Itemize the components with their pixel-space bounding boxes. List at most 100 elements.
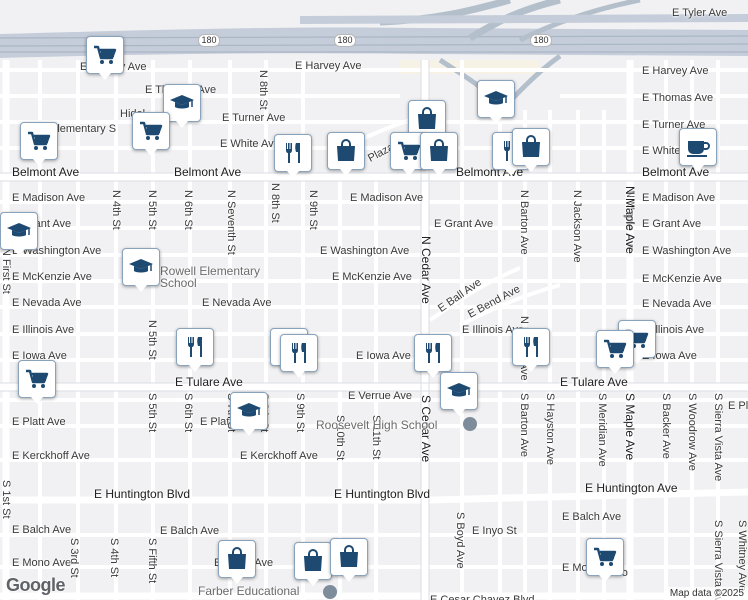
street-label: E Kerckhoff Ave bbox=[12, 450, 90, 462]
street-label-vertical: N First St bbox=[0, 248, 12, 294]
grocery-cart-icon bbox=[140, 121, 163, 140]
school-marker[interactable] bbox=[230, 392, 268, 436]
street-label: E Illinois Ave bbox=[462, 324, 525, 336]
street-label-vertical: S 5th St bbox=[146, 393, 158, 433]
grocery-cart-icon bbox=[594, 547, 617, 566]
major-street-label: E Huntington Blvd bbox=[334, 487, 431, 501]
street-label-vertical: N Barton Ave bbox=[518, 190, 530, 255]
street-label: E Balch Ave bbox=[562, 511, 622, 523]
restaurant-marker[interactable] bbox=[176, 328, 214, 372]
shopping-bag-marker[interactable] bbox=[327, 132, 365, 176]
street-label-vertical: N 4th St bbox=[110, 190, 122, 230]
street-label: E White Ave bbox=[220, 138, 280, 150]
major-street-label: Belmont Ave bbox=[174, 165, 242, 179]
highway-180-shield: 180 bbox=[530, 34, 552, 47]
street-label: E Harvey Ave bbox=[295, 60, 362, 72]
street-label: E Harvey Ave bbox=[642, 65, 709, 77]
street-label: E McKenzie Ave bbox=[332, 271, 412, 283]
shopping-bag-icon bbox=[430, 139, 448, 161]
google-logo[interactable]: Google bbox=[6, 575, 66, 595]
school-marker[interactable] bbox=[163, 84, 201, 128]
poi-rowell-elementary-school[interactable]: Rowell Elementary School bbox=[160, 265, 260, 289]
street-label-vertical: S 6th St bbox=[182, 393, 194, 433]
street-label: E Turner Ave bbox=[222, 112, 286, 124]
graduation-cap-icon bbox=[7, 223, 31, 237]
fork-knife-icon bbox=[524, 337, 538, 357]
partial-label: E Cesar Chavez Blvd bbox=[430, 594, 535, 600]
major-street-label: E Huntington Ave bbox=[585, 481, 678, 495]
school-marker[interactable] bbox=[440, 372, 478, 416]
street-label: E Nevada Ave bbox=[642, 298, 712, 310]
grocery-store-marker[interactable] bbox=[20, 122, 58, 166]
grocery-store-marker[interactable] bbox=[86, 36, 124, 80]
cafe-marker[interactable] bbox=[679, 128, 717, 172]
poi-label-line: Rowell Elementary bbox=[160, 264, 261, 278]
street-label-vertical: S 3rd St bbox=[68, 538, 80, 578]
street-label: E Madison Ave bbox=[350, 192, 424, 204]
shopping-bag-icon bbox=[228, 547, 246, 569]
street-label-vertical: N 5th St bbox=[146, 320, 158, 360]
street-label: E Madison Ave bbox=[642, 192, 716, 204]
graduation-cap-icon bbox=[170, 95, 194, 109]
poi-roosevelt-high-school[interactable]: Roosevelt High School bbox=[316, 418, 438, 432]
street-label: E Balch Ave bbox=[12, 524, 72, 536]
street-label: E Kerckhoff Ave bbox=[240, 450, 318, 462]
shopping-bag-marker[interactable] bbox=[330, 538, 368, 582]
restaurant-marker[interactable] bbox=[414, 334, 452, 378]
street-label: E Verrue Ave bbox=[348, 390, 413, 402]
grocery-store-marker[interactable] bbox=[596, 330, 634, 374]
major-street-label: E Tulare Ave bbox=[560, 375, 628, 389]
major-street-label-vertical: N Maple Ave bbox=[623, 186, 637, 254]
street-label-vertical: N 9th St bbox=[307, 190, 319, 230]
street-label-vertical: S 4th St bbox=[108, 538, 120, 578]
grocery-cart-icon bbox=[398, 141, 421, 160]
school-marker[interactable] bbox=[0, 212, 38, 256]
shopping-bag-icon bbox=[340, 545, 358, 567]
street-label-vertical: S 9th St bbox=[294, 393, 306, 433]
restaurant-marker[interactable] bbox=[274, 134, 312, 178]
shopping-bag-marker[interactable] bbox=[294, 542, 332, 586]
grocery-cart-icon bbox=[28, 131, 51, 150]
major-street-label: E Tulare Ave bbox=[175, 375, 243, 389]
graduation-cap-icon bbox=[484, 91, 508, 105]
coffee-cup-icon bbox=[687, 141, 710, 157]
shopping-bag-marker[interactable] bbox=[420, 132, 458, 176]
school-marker[interactable] bbox=[477, 80, 515, 124]
street-label-vertical: S Hayston Ave bbox=[544, 393, 556, 465]
street-label: E Mono Ave bbox=[12, 557, 72, 569]
street-label: E Grant Ave bbox=[642, 218, 702, 230]
shopping-bag-marker[interactable] bbox=[218, 540, 256, 584]
fork-knife-icon bbox=[188, 337, 202, 357]
shopping-bag-marker[interactable] bbox=[512, 128, 550, 172]
street-label: E Pl bbox=[728, 400, 748, 412]
shopping-bag-icon bbox=[304, 549, 322, 571]
map-attribution[interactable]: Map data ©2025 bbox=[665, 587, 748, 600]
street-label: E Platt Ave bbox=[12, 416, 66, 428]
restaurant-marker[interactable] bbox=[280, 334, 318, 378]
major-street-label-vertical: S Maple Ave bbox=[623, 393, 637, 461]
street-label-vertical: S Fifth St bbox=[146, 538, 158, 584]
grocery-cart-icon bbox=[604, 339, 627, 358]
street-label-vertical: S Backer Ave bbox=[660, 393, 672, 459]
major-street-label: Belmont Ave bbox=[12, 165, 80, 179]
street-label-vertical: S 1st St bbox=[0, 480, 12, 519]
grocery-store-marker[interactable] bbox=[586, 538, 624, 582]
restaurant-marker[interactable] bbox=[512, 328, 550, 372]
street-label: E Thomas Ave bbox=[642, 92, 714, 104]
school-marker[interactable] bbox=[122, 248, 160, 292]
shopping-bag-icon bbox=[522, 135, 540, 157]
poi-farber-educational[interactable]: Farber Educational bbox=[198, 584, 300, 598]
graduation-cap-icon bbox=[129, 259, 153, 273]
street-label: E Iowa Ave bbox=[356, 350, 411, 362]
grocery-store-marker[interactable] bbox=[132, 112, 170, 156]
fork-knife-icon bbox=[286, 143, 300, 163]
street-label-vertical: N Jackson Ave bbox=[571, 190, 583, 263]
major-street-label-vertical: N Cedar Ave bbox=[419, 236, 433, 304]
grocery-store-marker[interactable] bbox=[18, 360, 56, 404]
street-label-vertical: S Meridian Ave bbox=[596, 393, 608, 467]
street-label: E Iowa Ave bbox=[12, 350, 67, 362]
street-label-vertical: S Whitney Ave bbox=[736, 520, 748, 592]
poi-label-line: School bbox=[160, 276, 197, 290]
